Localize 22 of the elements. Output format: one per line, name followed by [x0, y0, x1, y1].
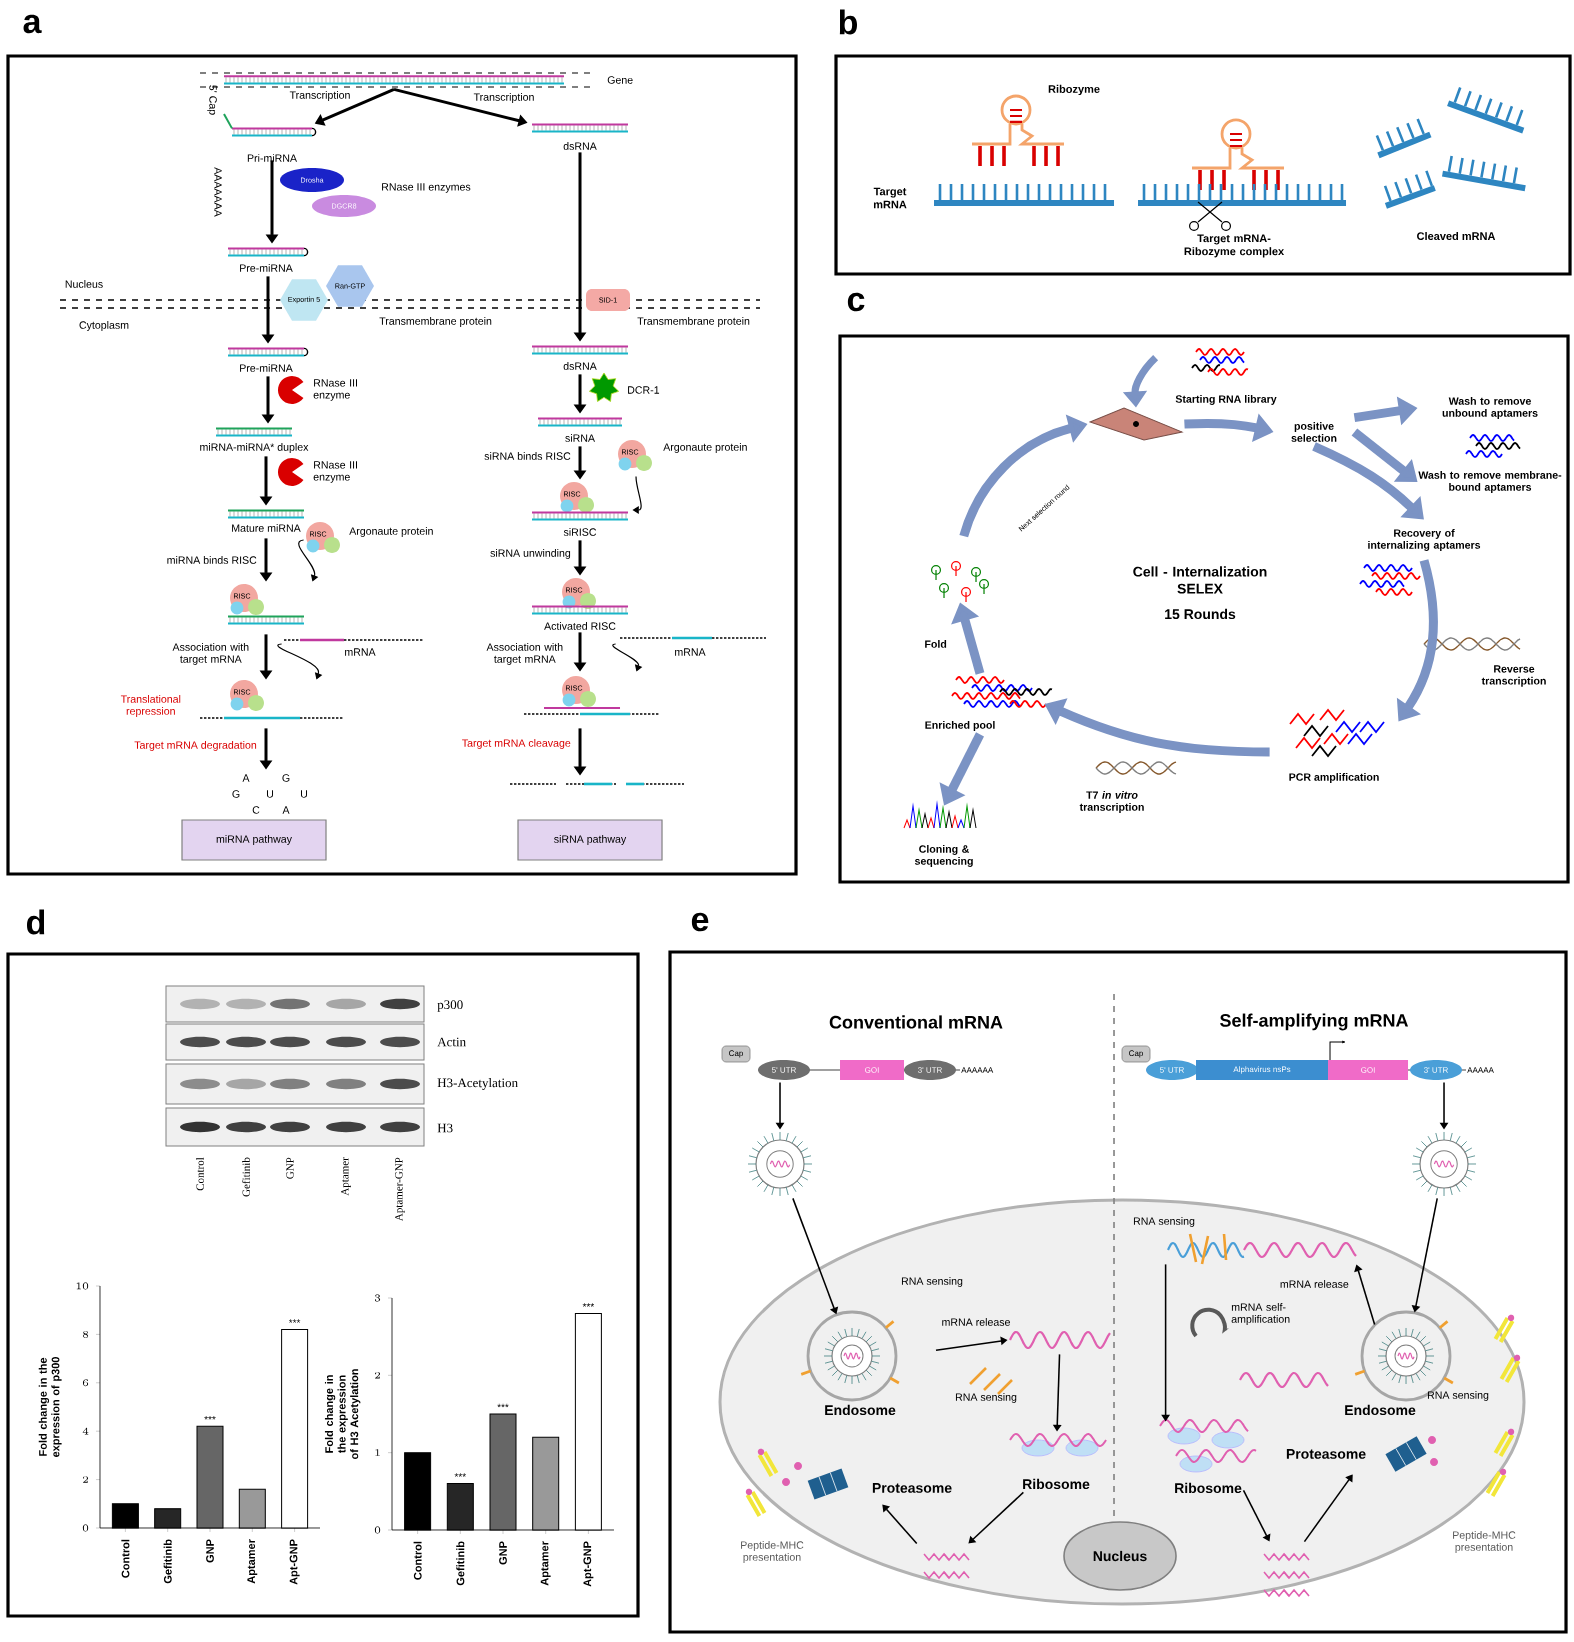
panel-letter: b: [839, 9, 857, 35]
curved-arrow: [277, 643, 323, 680]
panel-letter: c: [847, 292, 865, 312]
nanoparticle-drawing: [1411, 1131, 1477, 1197]
protein-drawing: [1263, 1552, 1310, 1598]
mrna-drawing: [1167, 1232, 1357, 1266]
protein-drawing: [923, 1552, 970, 1580]
curved-arrow: [298, 539, 319, 582]
panel-heading: Conventional mRNA: [829, 1015, 1003, 1029]
panel-letter: e: [691, 912, 709, 932]
curved-arrow: [612, 643, 643, 672]
arrow: [968, 1491, 1025, 1544]
panel-letter: d: [27, 909, 45, 935]
arrow: [1242, 1489, 1271, 1542]
mrna-drawing: [1009, 1330, 1111, 1350]
arrow: [882, 1504, 918, 1545]
panel-letter: a: [23, 14, 42, 34]
arrow: [1303, 1474, 1353, 1543]
nanoparticle-drawing: [747, 1131, 813, 1197]
cell-drawing: [1089, 407, 1183, 441]
cycle-arrow: [1312, 442, 1424, 520]
folded-aptamers-drawing: [931, 561, 989, 603]
